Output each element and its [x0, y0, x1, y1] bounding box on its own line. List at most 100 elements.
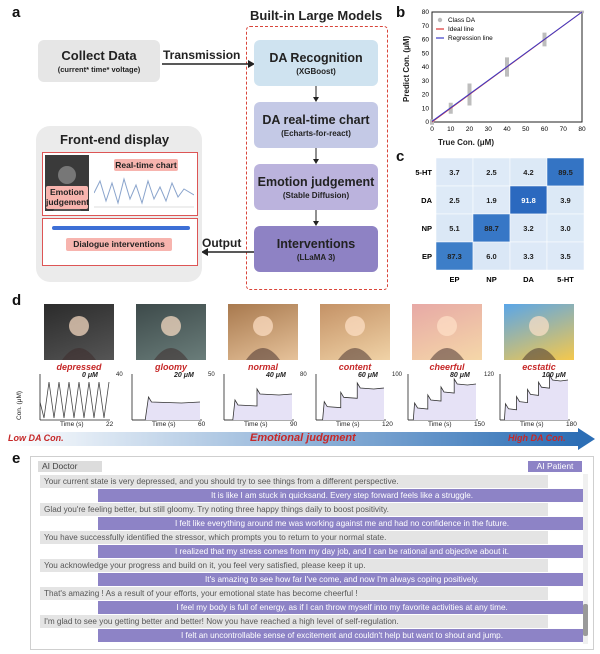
model-da-chart: DA real-time chart (Echarts-for-react)	[254, 102, 378, 148]
cell-value: 2.5	[449, 196, 459, 205]
cell-value: 89.5	[558, 168, 573, 177]
emotion-label: gloomy	[154, 362, 187, 372]
panel-label-c: c	[396, 148, 405, 165]
patient-message: I feel my body is full of energy, as if …	[98, 601, 586, 614]
model-subtitle: (Echarts-for-react)	[281, 128, 351, 138]
heatmap-cell	[435, 157, 474, 187]
emotion-label: ecstatic	[522, 362, 556, 372]
heatmap-cell	[472, 241, 511, 271]
time-end-tick: 22	[106, 421, 114, 428]
time-end-tick: 120	[382, 421, 393, 428]
model-title: DA real-time chart	[262, 112, 370, 127]
cell-value: 5.1	[449, 224, 459, 233]
emotion-label: content	[338, 362, 372, 372]
panel-label-d: d	[12, 292, 22, 309]
gradient-arrow	[6, 428, 595, 450]
heatmap-cell	[509, 213, 548, 243]
cell-value: 3.7	[449, 168, 459, 177]
row-label: 5-HT	[415, 168, 432, 177]
doctor-message: I'm glad to see you getting better and b…	[40, 615, 548, 628]
panel-label-b: b	[396, 4, 406, 21]
collect-subtitle: (current* time* voltage)	[57, 65, 141, 74]
heatmap-cell	[472, 213, 511, 243]
x-tick-label: 50	[522, 126, 530, 133]
x-tick-label: 0	[430, 126, 434, 133]
emotion-image-cheerful	[412, 304, 482, 360]
models-title: Built-in Large Models	[250, 8, 383, 23]
col-label: EP	[449, 275, 459, 284]
emotion-judgement-label: Emotion judgement	[46, 186, 89, 209]
collect-data-box: Collect Data (current* time* voltage)	[38, 40, 160, 82]
concentration-label: 40 μM	[266, 372, 286, 379]
emotional-judgment-label: Emotional judgment	[250, 432, 356, 444]
cell-value: 3.3	[523, 252, 533, 261]
scrollbar-thumb[interactable]	[583, 604, 588, 636]
cell-value: 91.8	[521, 196, 536, 205]
cell-value: 87.3	[447, 252, 462, 261]
time-axis-label: Time (s)	[244, 421, 268, 428]
emotion-label: depressed	[56, 362, 102, 372]
y-tick-label: 10	[422, 105, 430, 112]
panel-label-a: a	[12, 4, 21, 21]
legend-label: Class DA	[448, 17, 476, 24]
y-tick-label: 20	[422, 92, 430, 99]
models-frame	[246, 26, 388, 290]
time-axis-label: Time (s)	[60, 421, 84, 428]
y-max-tick: 40	[116, 372, 123, 378]
col-label: NP	[486, 275, 496, 284]
model-title: DA Recognition	[269, 50, 363, 65]
heatmap-cell	[509, 185, 548, 215]
x-tick-label: 30	[485, 126, 493, 133]
time-axis-label: Time (s)	[152, 421, 176, 428]
patient-message: I felt an uncontrollable sense of excite…	[98, 629, 586, 642]
patient-message: I felt like everything around me was wor…	[98, 517, 586, 530]
time-axis-label: Time (s)	[428, 421, 452, 428]
x-tick-label: 60	[541, 126, 549, 133]
mini-chart-cheerful	[407, 374, 478, 421]
col-label: DA	[523, 275, 534, 284]
cell-value: 6.0	[486, 252, 496, 261]
output-arrow	[201, 248, 254, 256]
patient-message: I realized that my stress comes from my …	[98, 545, 586, 558]
dialogue-label: Dialogue interventions	[66, 238, 172, 251]
y-max-tick: 80	[300, 372, 307, 378]
x-tick-label: 80	[578, 126, 586, 133]
y-tick-label: 70	[422, 23, 430, 30]
heatmap-cell	[546, 213, 585, 243]
concentration-label: 20 μM	[174, 372, 194, 379]
low-da-label: Low DA Con.	[8, 433, 64, 443]
dialogue-scrollbar[interactable]	[583, 474, 588, 644]
x-tick-label: 10	[447, 126, 455, 133]
emotion-image-ecstatic	[504, 304, 574, 360]
y-tick-label: 80	[422, 9, 430, 16]
heatmap-cell	[546, 241, 585, 271]
time-end-tick: 180	[566, 421, 577, 428]
cell-value: 3.2	[523, 224, 533, 233]
high-da-label: High DA Con.	[508, 433, 566, 443]
doctor-message: Glad you're feeling better, but still gl…	[40, 503, 548, 516]
transmission-arrow	[162, 60, 255, 68]
x-tick-label: 70	[560, 126, 568, 133]
model-subtitle: (LLaMA 3)	[296, 252, 336, 262]
heatmap-cell	[546, 185, 585, 215]
model-title: Interventions	[276, 236, 356, 251]
y-tick-label: 50	[422, 50, 430, 57]
concentration-label: 80 μM	[450, 372, 470, 379]
y-tick-label: 30	[422, 78, 430, 85]
time-axis-label: Time (s)	[336, 421, 360, 428]
model-title: Emotion judgement	[257, 174, 375, 189]
y-tick-label: 40	[422, 64, 430, 71]
legend-label: Ideal line	[448, 26, 474, 33]
doctor-message: Your current state is very depressed, an…	[40, 475, 548, 488]
heatmap-cell	[435, 213, 474, 243]
doctor-message: That's amazing ! As a result of your eff…	[40, 587, 548, 600]
emotion-image-gloomy	[136, 304, 206, 360]
panel-label-e: e	[12, 450, 21, 467]
ai-patient-tag: AI Patient	[528, 461, 582, 472]
emotion-label: cheerful	[429, 362, 465, 372]
model-interventions: Interventions (LLaMA 3)	[254, 226, 378, 272]
row-label: EP	[422, 252, 432, 261]
y-max-tick: 100	[392, 372, 403, 378]
ai-doctor-tag: AI Doctor	[38, 461, 102, 472]
